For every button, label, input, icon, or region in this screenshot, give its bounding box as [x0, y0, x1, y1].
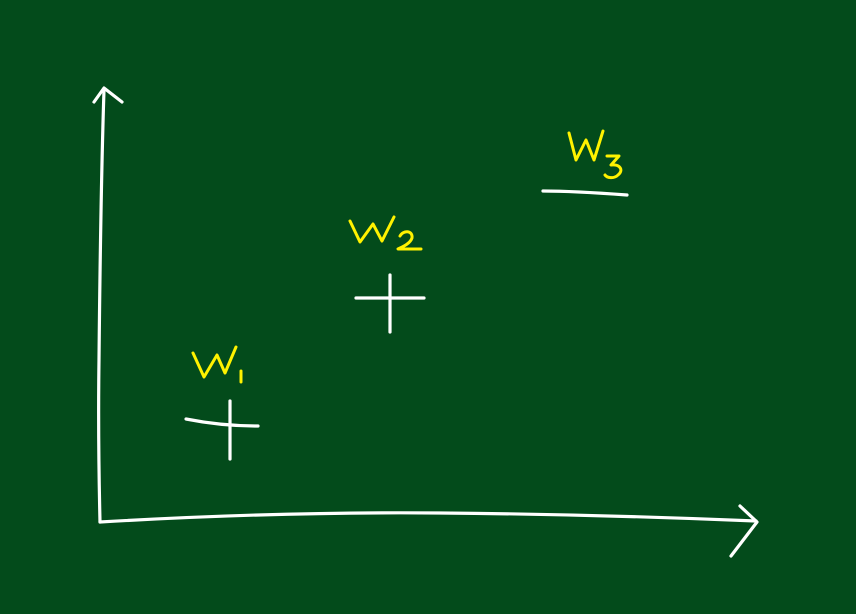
w3-label-subscript-3: [603, 154, 623, 180]
w2-plus-marker: [354, 273, 426, 334]
y-axis-arrowhead: [92, 86, 124, 104]
w3-minus-marker: [541, 189, 629, 197]
w1-label-w: [191, 345, 238, 379]
w3-label-glyphs: [567, 129, 623, 180]
w2-label-glyphs: [348, 215, 423, 251]
x-axis-arrowhead: [729, 504, 759, 558]
w2-label-w: [348, 215, 396, 244]
w1-plus-marker: [184, 399, 260, 461]
w1-label-glyphs: [191, 345, 243, 384]
y-axis-line: [96, 88, 106, 524]
w2-label-subscript-2: [396, 230, 423, 251]
w1-plus-horizontal: [184, 417, 260, 428]
x-axis-line: [98, 511, 758, 524]
w3-label-w: [567, 129, 605, 162]
